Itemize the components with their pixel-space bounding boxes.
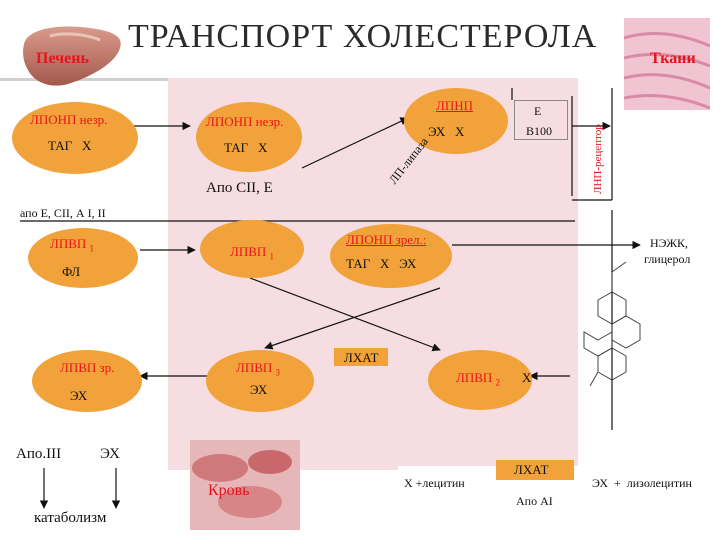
blood-vldl-contents: ТАГ Х (224, 140, 268, 155)
hdl2-label: ЛПВП 2 (456, 370, 500, 388)
tissue-label: Ткани (650, 50, 696, 67)
ldl-contents: ЭХ Х (428, 124, 465, 139)
reaction-left: Х +лецитин (404, 476, 465, 490)
liver-hdl-mature-contents: ЭХ (70, 388, 88, 403)
blood-hdl1-label: ЛПВП 1 (230, 244, 274, 262)
hdl3-text: ЛПВП (236, 360, 273, 375)
apo-cii-e-label: Апо CII, E (206, 180, 273, 196)
liver-vldl-label: ЛПОНП незр. (30, 112, 108, 127)
hdl2-sub: 2 (495, 377, 501, 388)
ldl-oval (404, 88, 508, 154)
tissue-image (624, 18, 710, 110)
reaction-right: ЭХ + лизолецитин (592, 476, 692, 490)
lcat-label: ЛХАТ (344, 350, 379, 365)
hdl2-text: ЛПВП (456, 370, 493, 385)
catabolism-label: катаболизм (34, 510, 107, 526)
e-b100-box (514, 100, 568, 140)
arrow-cross-2 (264, 287, 441, 350)
ldl-label: ЛПНП (436, 98, 473, 113)
reaction-enzyme: ЛХАТ (514, 462, 549, 477)
apo-iii-label: Апо.III (16, 446, 62, 462)
e-label: E (534, 104, 542, 118)
cholesterol-structure (583, 261, 641, 387)
reaction-enzyme-box (496, 460, 574, 480)
receptor-label: ЛНП-рецептор (592, 124, 604, 194)
hdl3-label: ЛПВП 3 (236, 360, 280, 378)
liver-hdl1-text: ЛПВП (50, 236, 87, 251)
hdl2-x: Х (522, 370, 532, 385)
liver-apo-text: апо Е, СII, А I, II (20, 206, 106, 220)
glycerol-label: глицерол (644, 252, 691, 266)
blood-vldl-oval (196, 102, 302, 172)
blood-hdl1-text: ЛПВП (230, 244, 267, 259)
blood-hdl1-oval (200, 220, 304, 278)
liver-tissue-strip (0, 78, 168, 81)
arrow-cross-1 (249, 277, 441, 352)
nefa-label: НЭЖК, (650, 236, 689, 250)
vldl-mature-oval (330, 224, 452, 288)
arrow-vldl-to-ldl (301, 117, 409, 169)
hdl3-sub: 3 (275, 367, 281, 378)
liver-hdl1-label: ЛПВП 1 (50, 236, 94, 254)
liver-vldl-contents: ТАГ Х (48, 138, 92, 153)
liver-hdl-mature-label: ЛПВП зр. (60, 360, 115, 375)
hdl2-oval (428, 350, 532, 410)
b100-label: B100 (526, 124, 553, 138)
liver-hdl1-sub: 1 (89, 243, 95, 254)
blood-label: Кровь (208, 482, 250, 499)
liver-label: Печень (36, 50, 89, 67)
hdl3-oval (206, 350, 314, 412)
blood-vldl-label: ЛПОНП незр. (206, 114, 284, 129)
blood-cells-image (190, 440, 300, 530)
liver-hdl-mature-oval (32, 350, 142, 412)
vldl-mature-label: ЛПОНП зрел.: (346, 232, 427, 247)
lcat-box (334, 348, 388, 366)
liver-image (23, 26, 121, 86)
ex-after-label: ЭХ (100, 446, 120, 462)
hdl3-contents: ЭХ (250, 382, 268, 397)
liver-vldl-oval (12, 102, 138, 174)
page-title: ТРАНСПОРТ ХОЛЕСТЕРОЛА (128, 18, 598, 55)
liver-hdl1-oval (28, 228, 138, 288)
reaction-cofactor: Апо АI (516, 494, 553, 508)
blood-hdl1-sub: 1 (269, 251, 275, 262)
liver-hdl1-contents: ФЛ (62, 264, 81, 279)
vldl-mature-contents: ТАГ Х ЭХ (346, 256, 417, 271)
